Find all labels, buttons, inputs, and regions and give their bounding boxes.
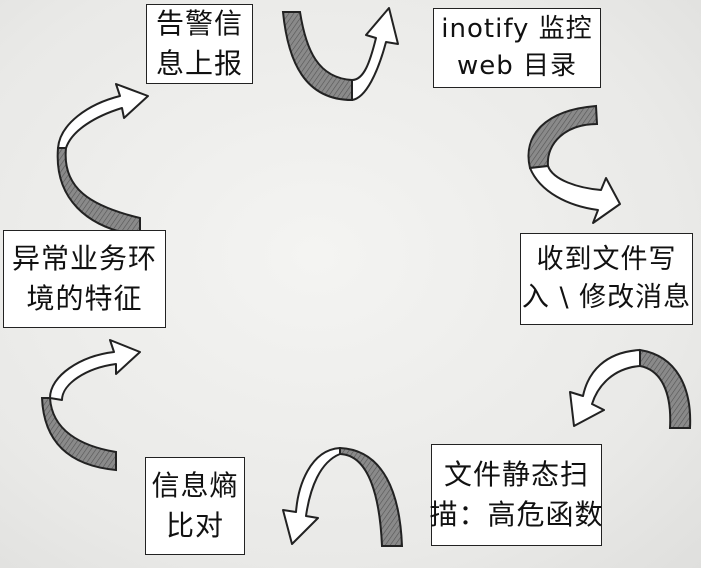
node-static-scan-line1: 文件静态扫	[443, 458, 589, 492]
curved-arrow-scan-to-entropy	[282, 446, 404, 547]
node-alert-report-line1: 告警信	[155, 7, 243, 41]
node-entropy-compare: 信息熵 比对	[145, 457, 245, 555]
curved-arrow-anomaly-to-alert	[56, 83, 149, 238]
node-inotify-monitor-line2: web 目录	[456, 51, 578, 81]
curved-arrow-alert-to-monitor	[281, 7, 399, 102]
node-static-scan: 文件静态扫 描：高危函数	[429, 444, 604, 546]
node-receive-file-event: 收到文件写 入 \ 修改消息	[520, 233, 693, 325]
node-static-scan-line2: 描：高危函数	[429, 498, 604, 531]
curved-arrow-entropy-to-anomaly	[40, 339, 141, 472]
node-inotify-monitor-line1: inotify 监控	[441, 14, 593, 45]
node-entropy-compare-line1: 信息熵	[151, 469, 239, 503]
node-alert-report-line2: 息上报	[155, 47, 243, 80]
curved-arrow-monitor-to-receive	[527, 104, 621, 224]
node-receive-file-event-line1: 收到文件写	[536, 243, 677, 275]
node-anomaly-features-line2: 境的特征	[26, 282, 143, 315]
node-entropy-compare-line2: 比对	[165, 509, 224, 542]
node-inotify-monitor: inotify 监控 web 目录	[433, 8, 601, 88]
node-receive-file-event-line2: 入 \ 修改消息	[521, 282, 692, 313]
curved-arrow-receive-to-scan	[569, 348, 692, 429]
node-alert-report: 告警信 息上报	[146, 4, 253, 84]
node-anomaly-features: 异常业务环 境的特征	[3, 230, 166, 328]
node-anomaly-features-line1: 异常业务环	[11, 242, 157, 276]
